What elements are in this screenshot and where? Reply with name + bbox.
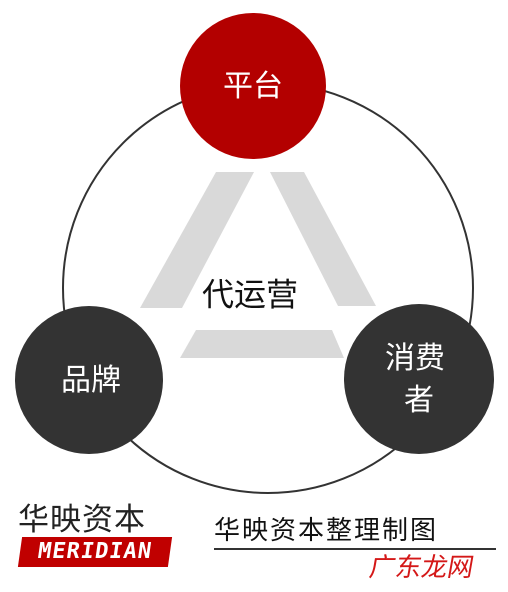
triangle-graphic <box>140 172 376 358</box>
node-brand-label: 品牌 <box>61 363 121 398</box>
node-platform-circle <box>180 13 326 159</box>
node-brand-circle <box>15 306 163 454</box>
node-platform: 平台 <box>180 13 326 159</box>
node-consumer-label-line1: 消费 <box>385 341 445 376</box>
node-consumer: 消费 者 <box>344 304 494 454</box>
brand-logo-en: MERIDIAN <box>17 537 173 567</box>
center-label: 代运营 <box>202 276 298 314</box>
watermark-text: 广东龙网 <box>366 553 477 583</box>
triangle-bottom-segment <box>180 330 344 358</box>
node-consumer-circle <box>344 304 494 454</box>
node-platform-label: 平台 <box>223 69 283 104</box>
caption-underline <box>214 548 496 550</box>
node-brand: 品牌 <box>15 306 163 454</box>
triangle-right-segment <box>270 172 376 306</box>
node-consumer-label-line2: 者 <box>404 383 434 418</box>
triangle-left-segment <box>140 172 254 308</box>
brand-name-cn: 华映资本 <box>18 502 146 538</box>
figure-caption: 华映资本整理制图 <box>214 516 439 546</box>
